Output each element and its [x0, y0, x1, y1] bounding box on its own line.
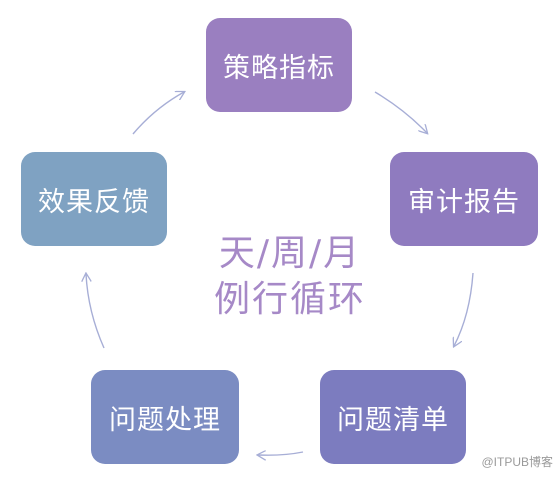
node-effect-feedback: 效果反馈 [21, 152, 167, 246]
node-issue-handling: 问题处理 [91, 370, 239, 464]
arrow-strategy-to-audit [374, 91, 427, 133]
node-audit-report: 审计报告 [390, 152, 538, 246]
arrow-audit-to-list [454, 272, 474, 346]
arrow-process-to-feedback [86, 274, 105, 349]
watermark: @ITPUB博客 [481, 455, 553, 469]
arrow-list-to-process [258, 452, 304, 455]
node-strategy-metrics: 策略指标 [206, 18, 352, 112]
node-issue-list: 问题清单 [320, 370, 466, 464]
arrow-feedback-to-strategy [132, 92, 184, 135]
center-cycle-label: 例行循环 [213, 279, 366, 320]
center-cycle-period: 天/周/月 [218, 233, 362, 274]
